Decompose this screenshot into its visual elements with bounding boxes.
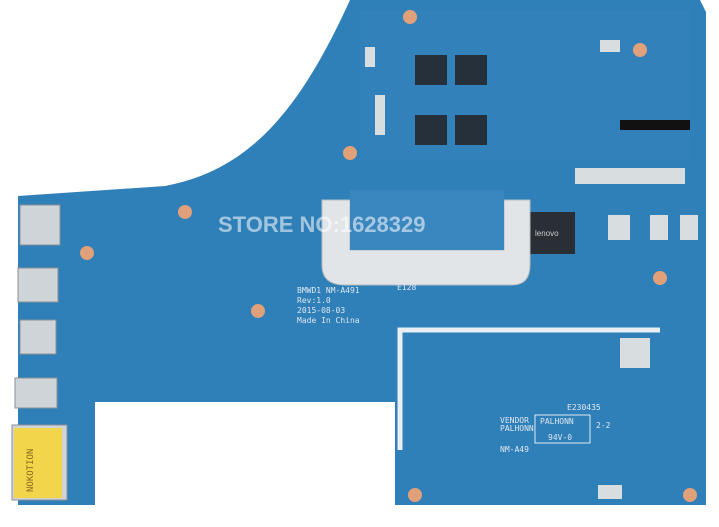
memory-chips (415, 55, 487, 145)
date-label: 2015-08-03 (297, 306, 345, 315)
chip-brand: lenovo (535, 229, 559, 238)
model-label: BMWD1 NM-A491 (297, 286, 360, 295)
connectors (365, 40, 698, 499)
vendor-label: VENDOR (500, 416, 529, 425)
origin-label: Made In China (297, 316, 360, 325)
revision-label: Rev:1.0 (297, 296, 331, 305)
vendor-name: PALHONN (500, 424, 534, 433)
sticker (14, 428, 62, 498)
mounting-pads (80, 10, 697, 502)
sticker-text: NOKOTION (26, 449, 36, 492)
short-model: NM-A49 (500, 445, 529, 454)
label-code: E230435 (567, 403, 601, 412)
board-code: E128 (397, 283, 416, 292)
heatsink-bracket (321, 199, 531, 286)
rev-mark: 2-2 (596, 421, 611, 430)
watermark: STORE NO:1628329 (218, 212, 425, 237)
rating: 94V-0 (548, 433, 572, 442)
vendor-name-box: PALHONN (540, 417, 574, 426)
chipset (530, 212, 575, 254)
